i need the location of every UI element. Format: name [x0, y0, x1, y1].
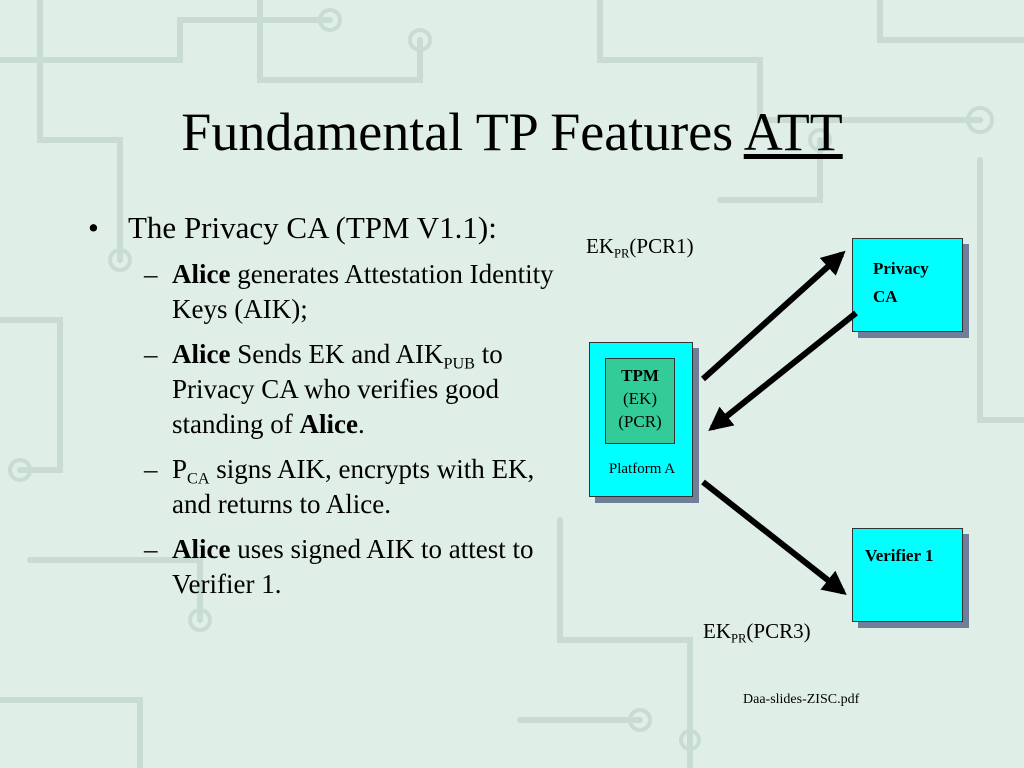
verifier-1-label: Verifier 1 [865, 546, 934, 565]
slide-title: Fundamental TP Features ATT [0, 100, 1024, 164]
sub-bullet-send: – Alice Sends EK and AIKPUB to Privacy C… [88, 337, 572, 442]
sub-bullet-text: Sends EK and AIK [230, 339, 444, 369]
sub-bullet-text: generates Attestation Identity Keys (AIK… [172, 259, 554, 324]
sub-bullet-text: . [357, 409, 365, 439]
alice-bold: Alice [299, 409, 358, 439]
dash-marker: – [144, 339, 158, 369]
title-text: Fundamental TP Features [181, 102, 744, 162]
tpm-box: TPM (EK) (PCR) [605, 358, 675, 444]
sub-bullet-generate: – Alice generates Attestation Identity K… [88, 257, 572, 327]
ek-pcr1-label: EKPR(PCR1) [586, 234, 694, 261]
sub-bullet-text: signs AIK, encrypts with EK, and returns… [172, 454, 535, 519]
platform-a-box: TPM (EK) (PCR) Platform A [589, 342, 693, 497]
sub-bullet-sign: – PCA signs AIK, encrypts with EK, and r… [88, 452, 572, 522]
sub-bullet-text: P [172, 454, 188, 484]
tpm-pcr-label: (PCR) [618, 412, 662, 431]
footnote-source: Daa-slides-ZISC.pdf [743, 692, 860, 707]
dash-marker: – [144, 454, 158, 484]
alice-bold: Alice [172, 259, 231, 289]
sub-bullet-list: – Alice generates Attestation Identity K… [88, 257, 568, 602]
sub-bullet-text: uses signed AIK to attest to Verifier 1. [172, 534, 534, 599]
bullet-list: • The Privacy CA (TPM V1.1): – Alice gen… [88, 208, 568, 612]
ca-subscript: CA [187, 469, 210, 488]
bullet-marker: • [88, 210, 99, 245]
bullet-privacy-ca: • The Privacy CA (TPM V1.1): [88, 208, 528, 247]
sub-bullet-text: to Privacy CA who verifies good standing… [172, 339, 503, 439]
alice-bold: Alice [172, 339, 231, 369]
tpm-ek-label: (EK) [623, 389, 657, 408]
pub-subscript: PUB [443, 354, 475, 373]
tpm-label: TPM [621, 366, 659, 385]
platform-a-label: Platform A [608, 461, 676, 477]
title-att-link[interactable]: ATT [743, 102, 843, 162]
dash-marker: – [144, 534, 158, 564]
ek-pcr3-label: EKPR(PCR3) [703, 619, 811, 646]
dash-marker: – [144, 259, 158, 289]
bullet-text: The Privacy CA (TPM V1.1): [128, 210, 497, 245]
sub-bullet-attest: – Alice uses signed AIK to attest to Ver… [88, 532, 572, 602]
verifier-1-box: Verifier 1 [852, 528, 963, 622]
alice-bold: Alice [172, 534, 231, 564]
